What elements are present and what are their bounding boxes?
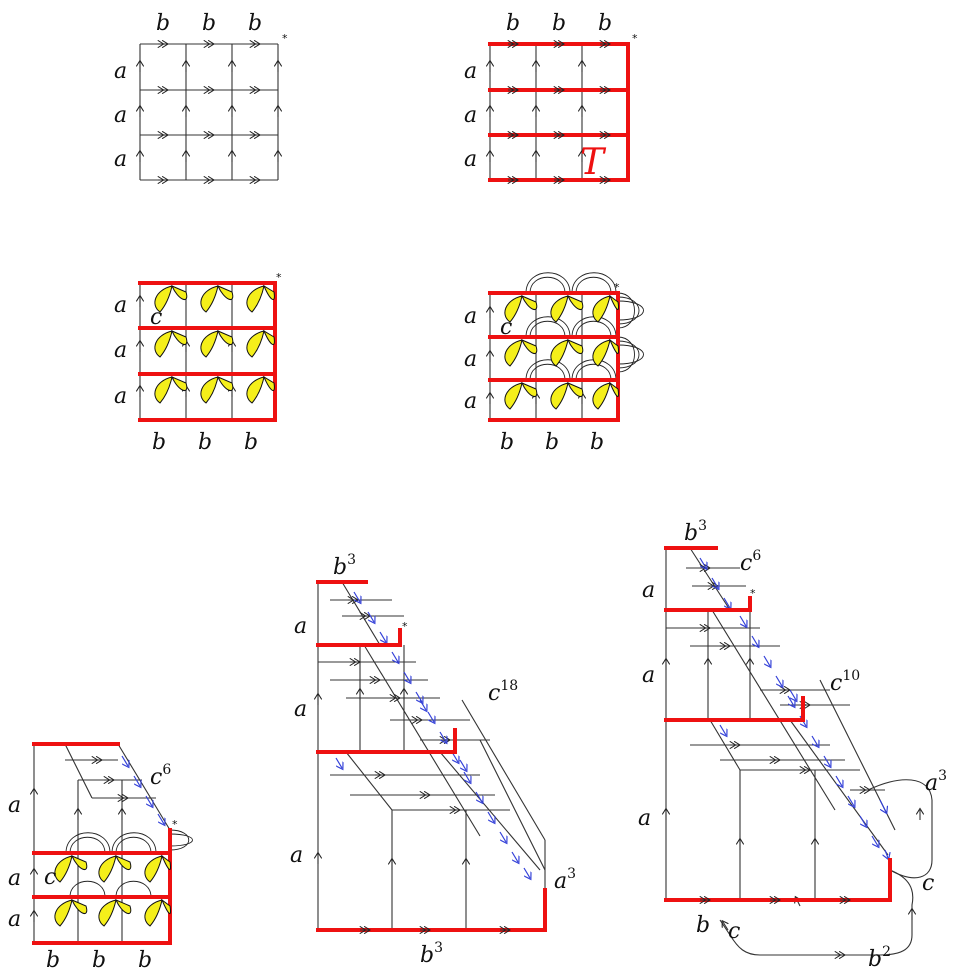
label-a: a (8, 866, 21, 891)
panel-collapsed-c6: a a a c c6 b b b * (8, 742, 193, 971)
label-b3-base: b (684, 521, 698, 546)
label-b: b (92, 948, 106, 971)
label-b3: b3 (684, 518, 707, 546)
label-a3-base: a (554, 869, 567, 894)
label-b2-exp: 2 (882, 944, 891, 960)
label-b2: b2 (868, 944, 891, 971)
spanning-tree (488, 42, 630, 182)
label-a: a (294, 614, 307, 639)
panel-grid-plain: b b b a a a * (114, 11, 288, 180)
label-a: a (8, 907, 21, 932)
label-a: a (642, 663, 655, 688)
label-a: a (464, 147, 477, 172)
label-a: a (294, 697, 307, 722)
label-a: a (464, 59, 477, 84)
label-a: a (114, 59, 127, 84)
basepoint-star: * (276, 271, 282, 284)
c10-flow-arrows (699, 557, 888, 858)
label-b: b (598, 11, 612, 36)
label-c6: c6 (150, 762, 171, 790)
panel-collapsed-c18: b3 a a a c18 a3 b3 * (290, 552, 576, 968)
label-a: a (464, 304, 477, 329)
label-a3-exp: 3 (938, 768, 947, 784)
basepoint-star: * (632, 32, 638, 45)
label-a3: a3 (554, 866, 576, 894)
label-c10: c10 (830, 668, 860, 696)
c-loop-leaves (54, 854, 171, 927)
label-c18: c18 (488, 678, 518, 706)
panel-grid-with-c-loops: a a a c b b b * (114, 271, 282, 455)
label-a: a (114, 293, 127, 318)
label-c6-exp: 6 (752, 548, 761, 564)
label-b3: b3 (333, 552, 356, 580)
label-b3-exp: 3 (347, 552, 356, 568)
label-b: b (138, 948, 152, 971)
label-a: a (638, 806, 651, 831)
label-b3-base: b (420, 943, 434, 968)
basepoint-star: * (282, 32, 288, 45)
c-loop-leaves (504, 294, 619, 410)
label-c: c (500, 315, 512, 340)
label-b3-base: b (333, 555, 347, 580)
label-c10-exp: 10 (842, 668, 860, 684)
label-b: b (552, 11, 566, 36)
label-b: b (202, 11, 216, 36)
label-a: a (464, 103, 477, 128)
basepoint-star: * (750, 587, 756, 600)
label-b: b (156, 11, 170, 36)
label-b: b (506, 11, 520, 36)
label-b: b (244, 430, 258, 455)
label-b: b (46, 948, 60, 971)
label-c: c (150, 305, 162, 330)
label-b: b (198, 430, 212, 455)
label-c: c (44, 865, 56, 890)
basepoint-star: * (402, 620, 408, 633)
label-a3-exp: 3 (567, 866, 576, 882)
label-b2-base: b (868, 947, 882, 971)
label-a: a (464, 389, 477, 414)
label-b: b (248, 11, 262, 36)
loop-arcs (525, 272, 644, 381)
label-c18-base: c (488, 681, 500, 706)
label-b: b (545, 430, 559, 455)
label-c: c (728, 919, 740, 944)
label-c6: c6 (740, 548, 761, 576)
label-c18-exp: 18 (500, 678, 518, 694)
b-edge-arrows (158, 44, 260, 180)
label-b3-exp: 3 (698, 518, 707, 534)
label-a: a (8, 793, 21, 818)
label-a: a (290, 843, 303, 868)
tree-label: T (580, 142, 607, 183)
label-a: a (464, 347, 477, 372)
panel-grid-spanning-tree: b b b a a a T * (464, 11, 638, 183)
a-edge-arrows (140, 62, 278, 162)
label-b3-exp: 3 (434, 940, 443, 956)
label-c: c (922, 871, 934, 896)
label-a: a (114, 338, 127, 363)
c-loop-leaves (154, 284, 275, 404)
label-b: b (500, 430, 514, 455)
panel-collapsed-c10: b3 c6 a a a c10 a3 c b c b2 * (638, 518, 947, 971)
label-a: a (642, 578, 655, 603)
label-a3-base: a (925, 771, 938, 796)
label-c6-exp: 6 (162, 762, 171, 778)
c18-flow-arrows (335, 591, 530, 878)
label-b3: b3 (420, 940, 443, 968)
label-b: b (590, 430, 604, 455)
label-b: b (696, 913, 710, 938)
label-a3: a3 (925, 768, 947, 796)
label-c10-base: c (830, 671, 842, 696)
label-a: a (114, 384, 127, 409)
label-a: a (114, 147, 127, 172)
label-c6-base: c (150, 765, 162, 790)
panel-grid-with-loop-arcs: a a a c b b b * (464, 272, 644, 455)
label-b: b (152, 430, 166, 455)
basepoint-star: * (172, 818, 178, 831)
label-a: a (114, 103, 127, 128)
label-c6-base: c (740, 551, 752, 576)
basepoint-star: * (614, 281, 620, 294)
